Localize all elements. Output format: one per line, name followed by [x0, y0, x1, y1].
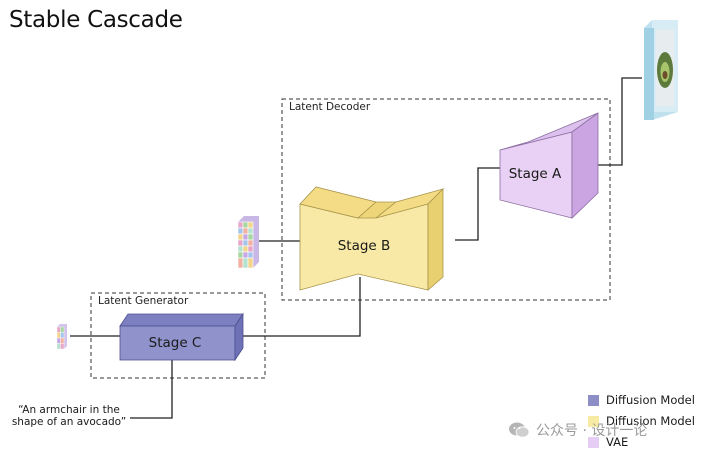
stage-c-label: Stage C [148, 335, 202, 351]
connector-a-to-image [586, 77, 642, 166]
noise-tensor-icon [56, 324, 67, 350]
legend-item-diffusion-model-2: Diffusion Model [588, 414, 695, 428]
legend-label: Diffusion Model [606, 414, 695, 428]
latent-generator-box [90, 292, 266, 379]
latent-generator-label: Latent Generator [96, 295, 191, 307]
text-prompt: “An armchair in the shape of an avocado” [11, 404, 127, 428]
diagram-title: Stable Cascade [9, 7, 183, 33]
legend-label: Diffusion Model [606, 393, 695, 407]
watermark-text: 公众号 · 设计一论 [536, 423, 648, 439]
connector-prompt-to-c [130, 360, 173, 419]
wechat-icon [509, 422, 530, 438]
legend-item-diffusion-model-1: Diffusion Model [588, 393, 695, 407]
latent-decoder-label: Latent Decoder [287, 101, 373, 113]
legend-item-vae: VAE [588, 435, 628, 449]
legend-label: VAE [606, 435, 629, 449]
legend-swatch-icon [588, 415, 599, 427]
latent-tensor-icon [237, 216, 259, 269]
connector-b-to-a [455, 167, 500, 241]
output-image [644, 20, 678, 120]
watermark: 公众号 · 设计一论 [508, 420, 647, 440]
stage-c-shape [119, 312, 244, 362]
stage-a-shape [499, 112, 599, 219]
stage-a-label: Stage A [508, 166, 562, 182]
latent-decoder-box [281, 98, 611, 301]
stage-b-shape [299, 186, 445, 291]
legend-swatch-icon [588, 436, 599, 448]
stage-b-label: Stage B [337, 238, 391, 254]
connectors [70, 77, 642, 419]
legend-swatch-icon [588, 394, 599, 406]
connector-c-to-b [239, 277, 361, 337]
